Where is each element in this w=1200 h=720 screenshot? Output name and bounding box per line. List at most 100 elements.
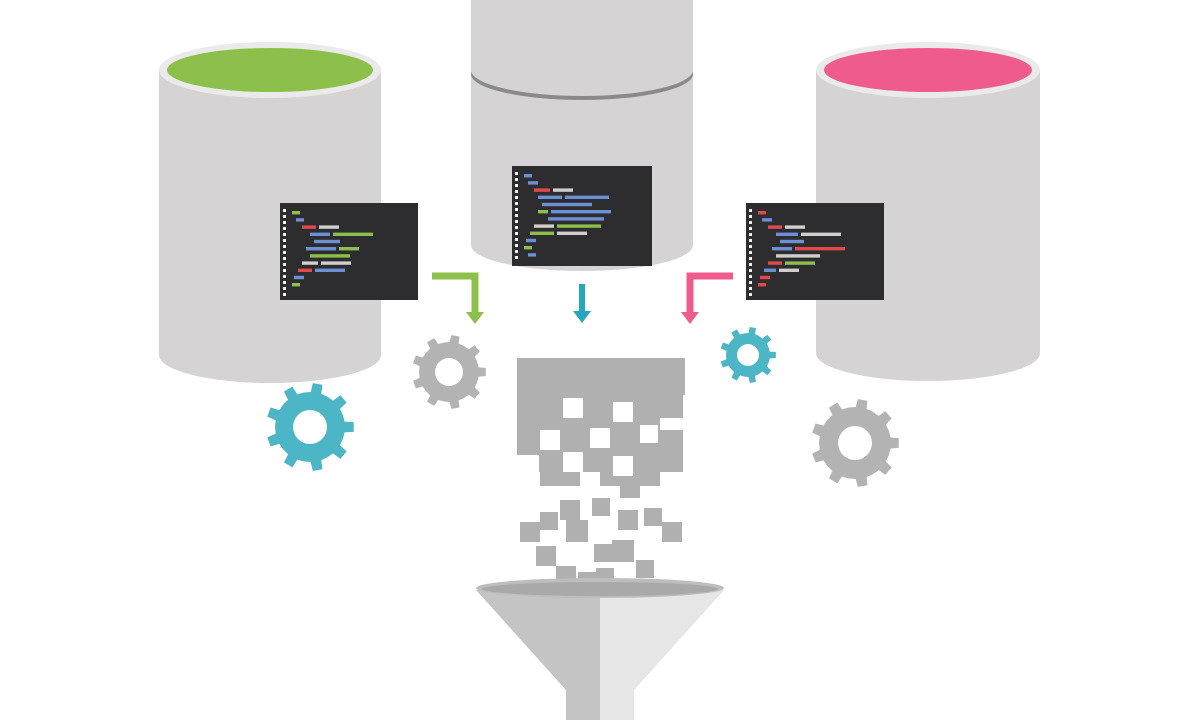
pixel-gap: [563, 452, 583, 472]
gutter-mark: [515, 250, 518, 253]
code-panel-green: [280, 203, 418, 300]
pixel-gap: [517, 455, 539, 477]
gutter-mark: [515, 208, 518, 211]
code-line: [294, 275, 304, 280]
cylinder-top: [824, 48, 1032, 92]
code-line: [306, 247, 336, 251]
code-line: [779, 268, 799, 272]
code-line: [534, 188, 550, 192]
pixel-gap: [613, 402, 633, 422]
gutter-mark: [749, 269, 752, 272]
gutter-mark: [283, 263, 286, 266]
code-line: [785, 261, 815, 265]
code-line: [551, 210, 611, 214]
code-line: [772, 247, 792, 251]
gutter-mark: [515, 184, 518, 187]
code-line: [292, 211, 300, 215]
code-line: [764, 268, 776, 272]
code-line: [310, 232, 330, 236]
code-panel-bg: [746, 203, 884, 300]
gear-shape: [720, 327, 776, 383]
gear-icon: [413, 335, 486, 409]
gutter-mark: [749, 227, 752, 230]
gear-shape: [812, 399, 899, 487]
code-line: [776, 254, 820, 258]
arrow-shaft: [686, 272, 733, 312]
code-line: [795, 247, 845, 251]
code-line: [553, 188, 573, 192]
code-line: [524, 174, 532, 178]
gutter-mark: [283, 245, 286, 248]
funnel-opening: [482, 582, 718, 596]
gutter-mark: [749, 257, 752, 260]
gutter-mark: [749, 251, 752, 254]
code-line: [758, 283, 766, 287]
gutter-mark: [283, 251, 286, 254]
gutter-mark: [749, 275, 752, 278]
gutter-mark: [515, 172, 518, 175]
pixel-square: [566, 520, 588, 542]
arrow-head: [681, 312, 699, 324]
code-panel-pink: [746, 203, 884, 300]
gutter-mark: [515, 226, 518, 229]
pixel-square: [520, 522, 540, 542]
code-panel-bg: [280, 203, 418, 300]
code-line: [302, 261, 318, 265]
code-line: [298, 268, 312, 272]
database-green-icon: [159, 42, 381, 383]
gutter-mark: [749, 239, 752, 242]
gutter-mark: [283, 269, 286, 272]
pixel-square: [662, 522, 682, 542]
gutter-mark: [749, 215, 752, 218]
funnel-right-half: [600, 590, 724, 720]
gutter-mark: [749, 287, 752, 290]
gear-icon: [267, 383, 354, 471]
gutter-mark: [283, 215, 286, 218]
code-line: [760, 275, 770, 280]
gutter-mark: [515, 202, 518, 205]
code-line: [565, 195, 609, 199]
data-pixels: [517, 358, 685, 592]
gutter-mark: [283, 233, 286, 236]
code-line: [526, 238, 536, 243]
code-panel-teal: [512, 166, 652, 266]
code-line: [292, 283, 300, 287]
gutter-mark: [749, 245, 752, 248]
pixel-gap: [563, 398, 583, 418]
gear-shape: [267, 383, 354, 471]
cylinder-segment: [159, 70, 381, 203]
gutter-mark: [283, 221, 286, 224]
gutter-mark: [515, 178, 518, 181]
gutter-mark: [749, 209, 752, 212]
gutter-mark: [283, 209, 286, 212]
elbow-arrow-down-icon: [681, 272, 733, 324]
code-line: [758, 211, 766, 215]
code-line: [534, 224, 554, 228]
code-line: [768, 261, 782, 265]
code-line: [310, 254, 350, 258]
code-line: [339, 247, 359, 251]
gutter-mark: [283, 257, 286, 260]
pixel-square: [636, 560, 654, 578]
code-line: [314, 239, 340, 244]
gutter-mark: [749, 263, 752, 266]
flow-arrows: [432, 272, 733, 324]
code-line: [315, 268, 345, 272]
pixel-square: [560, 500, 580, 520]
pixel-square: [644, 508, 662, 526]
gutter-mark: [515, 220, 518, 223]
arrow-head: [573, 311, 591, 323]
pixel-square: [618, 510, 638, 530]
code-panel-bg: [512, 166, 652, 266]
code-line: [319, 225, 339, 229]
code-line: [780, 239, 804, 244]
gutter-mark: [283, 281, 286, 284]
code-line: [538, 210, 548, 214]
gutter-mark: [283, 293, 286, 296]
gutter-mark: [283, 239, 286, 242]
pixel-square: [594, 544, 612, 562]
code-line: [785, 225, 805, 229]
gutter-mark: [515, 238, 518, 241]
pixel-gap: [613, 456, 633, 476]
